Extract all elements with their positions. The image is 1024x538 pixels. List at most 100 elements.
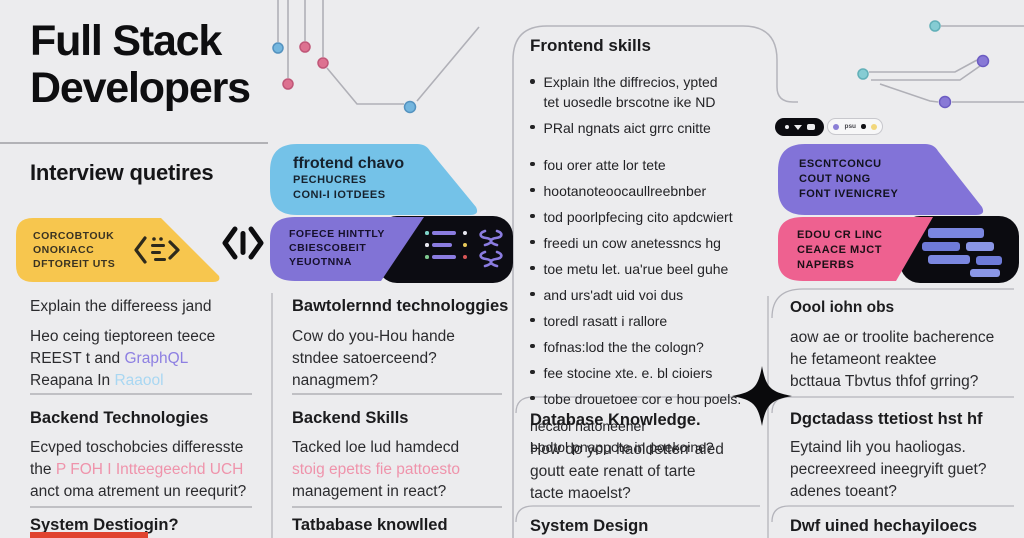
col1-section3-heading: System Destiogin? [30,516,179,534]
node-dot-teal [857,68,869,80]
triangle-down-icon [793,124,802,130]
bullet-dot-icon [530,395,535,400]
node-dot-pink [317,57,329,69]
bullet-item: toredl rasatt i rallore [530,312,741,332]
code-line-icon [976,256,1002,265]
dot-icon [784,125,789,129]
bullet-dot-icon [530,124,535,129]
pill-label: psu [844,123,857,130]
badge-yellow-text: CORCOBTOUK ONOKIACC DFTOREIT UTS [33,230,116,270]
col4-section2-block: Eytaind lih you haoliogas. pecreexreed i… [790,439,987,500]
col4-section1-block: aow ae or troolite bacherence he fetameo… [790,329,995,390]
badge-yellow: CORCOBTOUK ONOKIACC DFTOREIT UTS [15,217,220,283]
node-dot-pink [282,78,294,90]
sparkle-icon [732,366,792,426]
red-accent-bar [30,532,148,538]
col2-section3-heading: Tatbabase knowlled [292,516,448,534]
col1-section2-heading: Backend Technologies [30,409,209,427]
badge-blue-text: ffrotend chavo PECHUCRES CONI-I IOTDEES [293,155,405,201]
purple-dot-icon [833,123,840,130]
code-line-icon [970,269,1000,277]
badge-purple-left-text: FOFECE HINTTLY CBIESCOBEIT YEUOTNNA [289,228,385,268]
braces-icon [479,229,503,268]
badge-purple-right-text: ESCNTCONCU COUT NONG FONT IVENICREY [799,158,899,200]
bullet-item: and urs'adt uid voi dus [530,286,741,306]
bullet-item: PRal ngnats aict grrc cnitte [530,119,741,139]
badge-black-right [900,216,1019,283]
bullet-dot-icon [530,291,535,296]
code-line-icon [966,242,994,251]
status-dot-icon [463,231,467,235]
bullet-dot-icon [530,161,535,166]
bullet-dot-icon [530,239,535,244]
node-dot-blue [272,42,284,54]
status-dot-icon [463,255,467,259]
col2-section2-heading: Backend Skills [292,409,409,427]
bullet-item: tobe drouetoee cor e hou poels. [530,390,741,410]
status-dot-icon [463,243,467,247]
accent-graphql: GraphQL [124,350,189,367]
page-title: Full Stack Developers [30,17,251,113]
yellow-dot-icon [870,123,877,130]
frontend-panel-heading: Frontend skills [530,36,651,55]
bullet-item: fou orer atte lor tete [530,156,741,176]
sliders-icon [425,243,452,247]
badge-blue-shape [270,144,478,215]
col1-section2-block: Ecvped toschobcies differesste the P FOH… [30,439,247,500]
col4-section2-heading: Dgctadass ttetiost hst hf [790,410,983,428]
square-icon [806,124,815,130]
badge-purple-left: FOFECE HINTTLY CBIESCOBEIT YEUOTNNA [269,216,431,282]
col3-section2-heading: Database Knowledge. [530,411,701,429]
col3-section3-heading: System Design [530,517,649,535]
col3-section2-block: How do you haoldetterr aled goutt eate r… [530,441,724,502]
node-dot-teal [929,20,941,32]
accent-pink-text: P FOH I Intteegeechd UCH [55,461,244,478]
col4-section3-heading: Dwf uined hechayiloecs [790,517,978,535]
accent-raaool: Raaool [114,372,164,389]
badge-purple-left-shape [270,217,424,281]
code-line-icon [922,242,960,251]
badge-purple-right-shape [778,144,984,215]
frontend-panel: Frontend skills Explain lthe diffrecios,… [530,36,741,458]
bullet-dot-icon [530,213,535,218]
white-pill: psu [827,118,883,135]
black-dot-icon [861,124,866,129]
bullet-dot-icon [530,317,535,322]
code-icon [222,226,264,260]
node-dot-pink [299,41,311,53]
bullet-tail-line: necaol natoneener [530,417,646,434]
bullet-dot-icon [530,187,535,192]
bullet-tail-line: bpdtol pnappote in poekoine? [530,438,714,455]
bullet-item: freedi un cow anetessncs hg [530,234,741,254]
badge-blue: ffrotend chavo PECHUCRES CONI-I IOTDEES [269,143,479,216]
node-dot-purple [938,95,952,109]
sliders-icon [425,255,456,259]
bullet-item: tod poorlpfecing cito apdcwiert [530,208,741,228]
col1-section1-line: Explain the differeess jand [30,298,212,315]
page-subtitle: Interview quetires [30,160,214,185]
page-title-line2: Developers [30,64,251,113]
bullet-dot-icon [530,265,535,270]
bullet-item: hootanoteoocaullreebnber [530,182,741,202]
bullet-dot-icon [530,343,535,348]
badge-pink-right: EDOU CR LINC CEAACE MJCT NAPERBS [777,216,935,282]
bullet-dot-icon [530,79,535,84]
col2-section1-block: Cow do you-Hou hande stndee satoerceend?… [292,328,455,389]
col4-section1-heading: Oool iohn obs [790,299,895,316]
bullet-item: fee stocine xte. e. bl cioiers [530,364,741,384]
badge-purple-right: ESCNTCONCU COUT NONG FONT IVENICREY [777,143,985,216]
bullet-item: toe metu let. ua'rue beel guhe [530,260,741,280]
sliders-icon [425,231,456,235]
badge-pink-right-shape [778,217,933,281]
black-pill [775,118,824,136]
code-snippet-icon [134,236,180,264]
code-line-icon [928,228,984,238]
accent-pink-text: stoig epetts fie pattoesto [292,461,461,478]
node-dot-blue [403,100,417,114]
bullet-dot-icon [530,369,535,374]
page-title-line1: Full Stack [30,17,222,65]
bullet-item: Explain lthe diffrecios, ypted tet uosed… [530,73,741,112]
col2-section2-block: Tacked loe lud hamdecd stoig epetts fie … [292,439,461,500]
